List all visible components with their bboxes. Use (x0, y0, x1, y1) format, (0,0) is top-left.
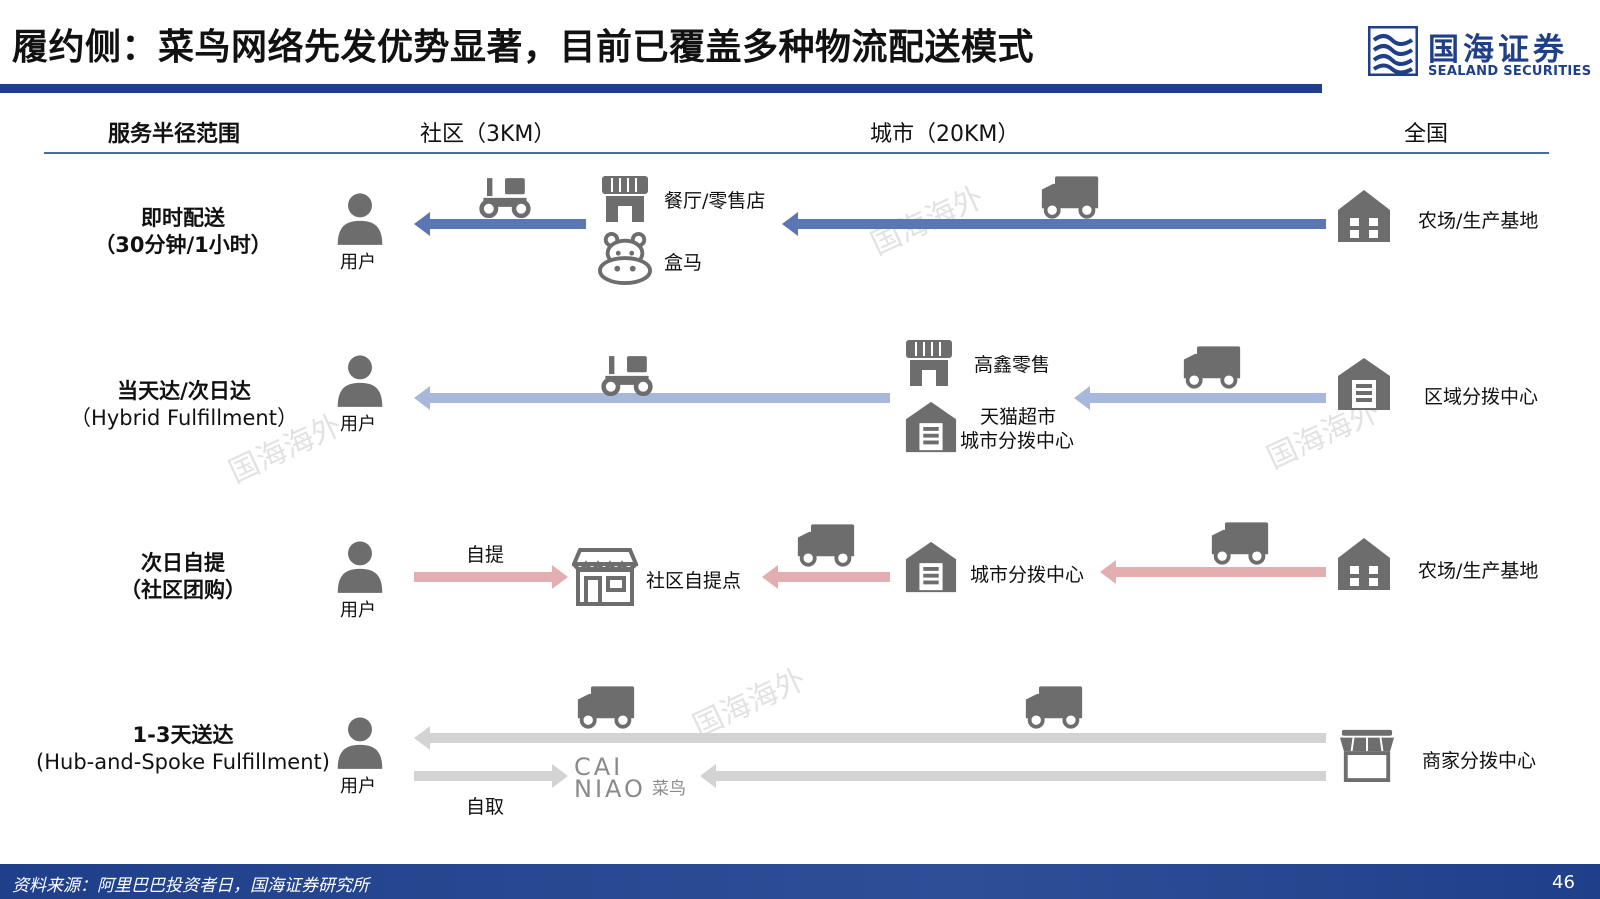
arrow-row3-self-pick (414, 565, 568, 589)
shop-icon (572, 546, 638, 608)
scooter-icon (600, 354, 654, 396)
row-title: 1-3天送达 (132, 723, 234, 747)
truck-icon (1182, 344, 1242, 390)
truck-icon (1040, 174, 1100, 220)
farm-icon (1336, 188, 1392, 244)
row-label-same-day: 当天达/次日达 （Hybrid Fulfillment） (64, 378, 304, 432)
farm-icon (1336, 536, 1392, 592)
person-icon (334, 538, 386, 598)
store-icon (600, 174, 650, 224)
source-note: 资料来源：阿里巴巴投资者日，国海证券研究所 (12, 876, 369, 896)
header-divider (44, 152, 1549, 154)
scooter-icon (478, 176, 532, 218)
user-label: 用户 (340, 252, 376, 273)
row-title: 当天达/次日达 (117, 379, 251, 403)
person-icon (334, 190, 386, 250)
user-label: 用户 (340, 776, 376, 797)
person-icon (334, 714, 386, 774)
row-subtitle: （30分钟/1小时） (94, 233, 272, 257)
arrow-row4-self-take (414, 764, 568, 788)
warehouse-icon (904, 540, 958, 594)
header-city: 城市（20KM） (870, 122, 1020, 147)
origin-label: 农场/生产基地 (1418, 560, 1539, 582)
arrow-row4-top (414, 726, 1326, 750)
row-title: 即时配送 (141, 206, 225, 230)
cainiao-cn: 菜鸟 (652, 779, 686, 799)
origin-label: 农场/生产基地 (1418, 210, 1539, 232)
hippo-icon (596, 232, 654, 286)
logo-subtitle: SEALAND SECURITIES (1428, 64, 1592, 79)
truck-icon (796, 522, 856, 568)
title-underline (0, 84, 1322, 93)
page-number: 46 (1552, 872, 1575, 893)
store-icon (904, 338, 954, 388)
arrow-row4-bottom (700, 764, 1326, 788)
tmall-label: 天猫超市 (980, 406, 1057, 428)
arrow-row3-community (762, 565, 890, 589)
row-label-hub-spoke: 1-3天送达 (Hub-and-Spoke Fulfillment) (26, 722, 340, 776)
origin-label: 区域分拨中心 (1424, 386, 1539, 408)
row-label-next-day-pickup: 次日自提 （社区团购） (84, 550, 282, 604)
row-title: 次日自提 (141, 551, 225, 575)
user-label: 用户 (340, 414, 376, 435)
row-subtitle: （Hybrid Fulfillment） (70, 406, 298, 430)
cainiao-line1: CAI (574, 753, 624, 781)
warehouse-icon (1336, 356, 1392, 412)
arrow-row2-city (1074, 386, 1326, 410)
restaurant-label: 餐厅/零售店 (664, 190, 766, 212)
truck-icon (1024, 684, 1084, 730)
warehouse-icon (904, 400, 958, 454)
awning-store-icon (1338, 728, 1396, 782)
gaoxin-label: 高鑫零售 (974, 354, 1051, 376)
header-national: 全国 (1404, 122, 1449, 147)
cainiao-logo: CAI NIAO (574, 753, 646, 803)
row-subtitle: （社区团购） (120, 578, 246, 602)
arrow-row3-city (1100, 560, 1326, 584)
header-community: 社区（3KM） (420, 122, 556, 147)
truck-icon (576, 684, 636, 730)
header-service-radius: 服务半径范围 (108, 122, 241, 147)
person-icon (334, 352, 386, 412)
community-label: 社区自提点 (646, 570, 742, 592)
cainiao-line2: NIAO (574, 775, 646, 803)
arrow-row1-city (782, 212, 1326, 236)
arrow-row1-community (414, 212, 586, 236)
user-label: 用户 (340, 600, 376, 621)
city-hub-label: 城市分拨中心 (970, 564, 1085, 586)
arrow-row2-community (414, 386, 890, 410)
origin-label: 商家分拨中心 (1422, 750, 1537, 772)
tmall-hub-label: 城市分拨中心 (960, 430, 1075, 452)
logo-name: 国海证券 (1428, 32, 1568, 68)
row-label-instant: 即时配送 （30分钟/1小时） (84, 205, 282, 259)
truck-icon (1210, 520, 1270, 566)
footer-bar (0, 864, 1600, 899)
self-pick-label: 自提 (466, 544, 505, 566)
row-subtitle: (Hub-and-Spoke Fulfillment) (36, 750, 330, 774)
page-title: 履约侧：菜鸟网络先发优势显著，目前已覆盖多种物流配送模式 (12, 27, 1035, 68)
hema-label: 盒马 (664, 252, 703, 274)
self-take-label: 自取 (466, 796, 505, 818)
